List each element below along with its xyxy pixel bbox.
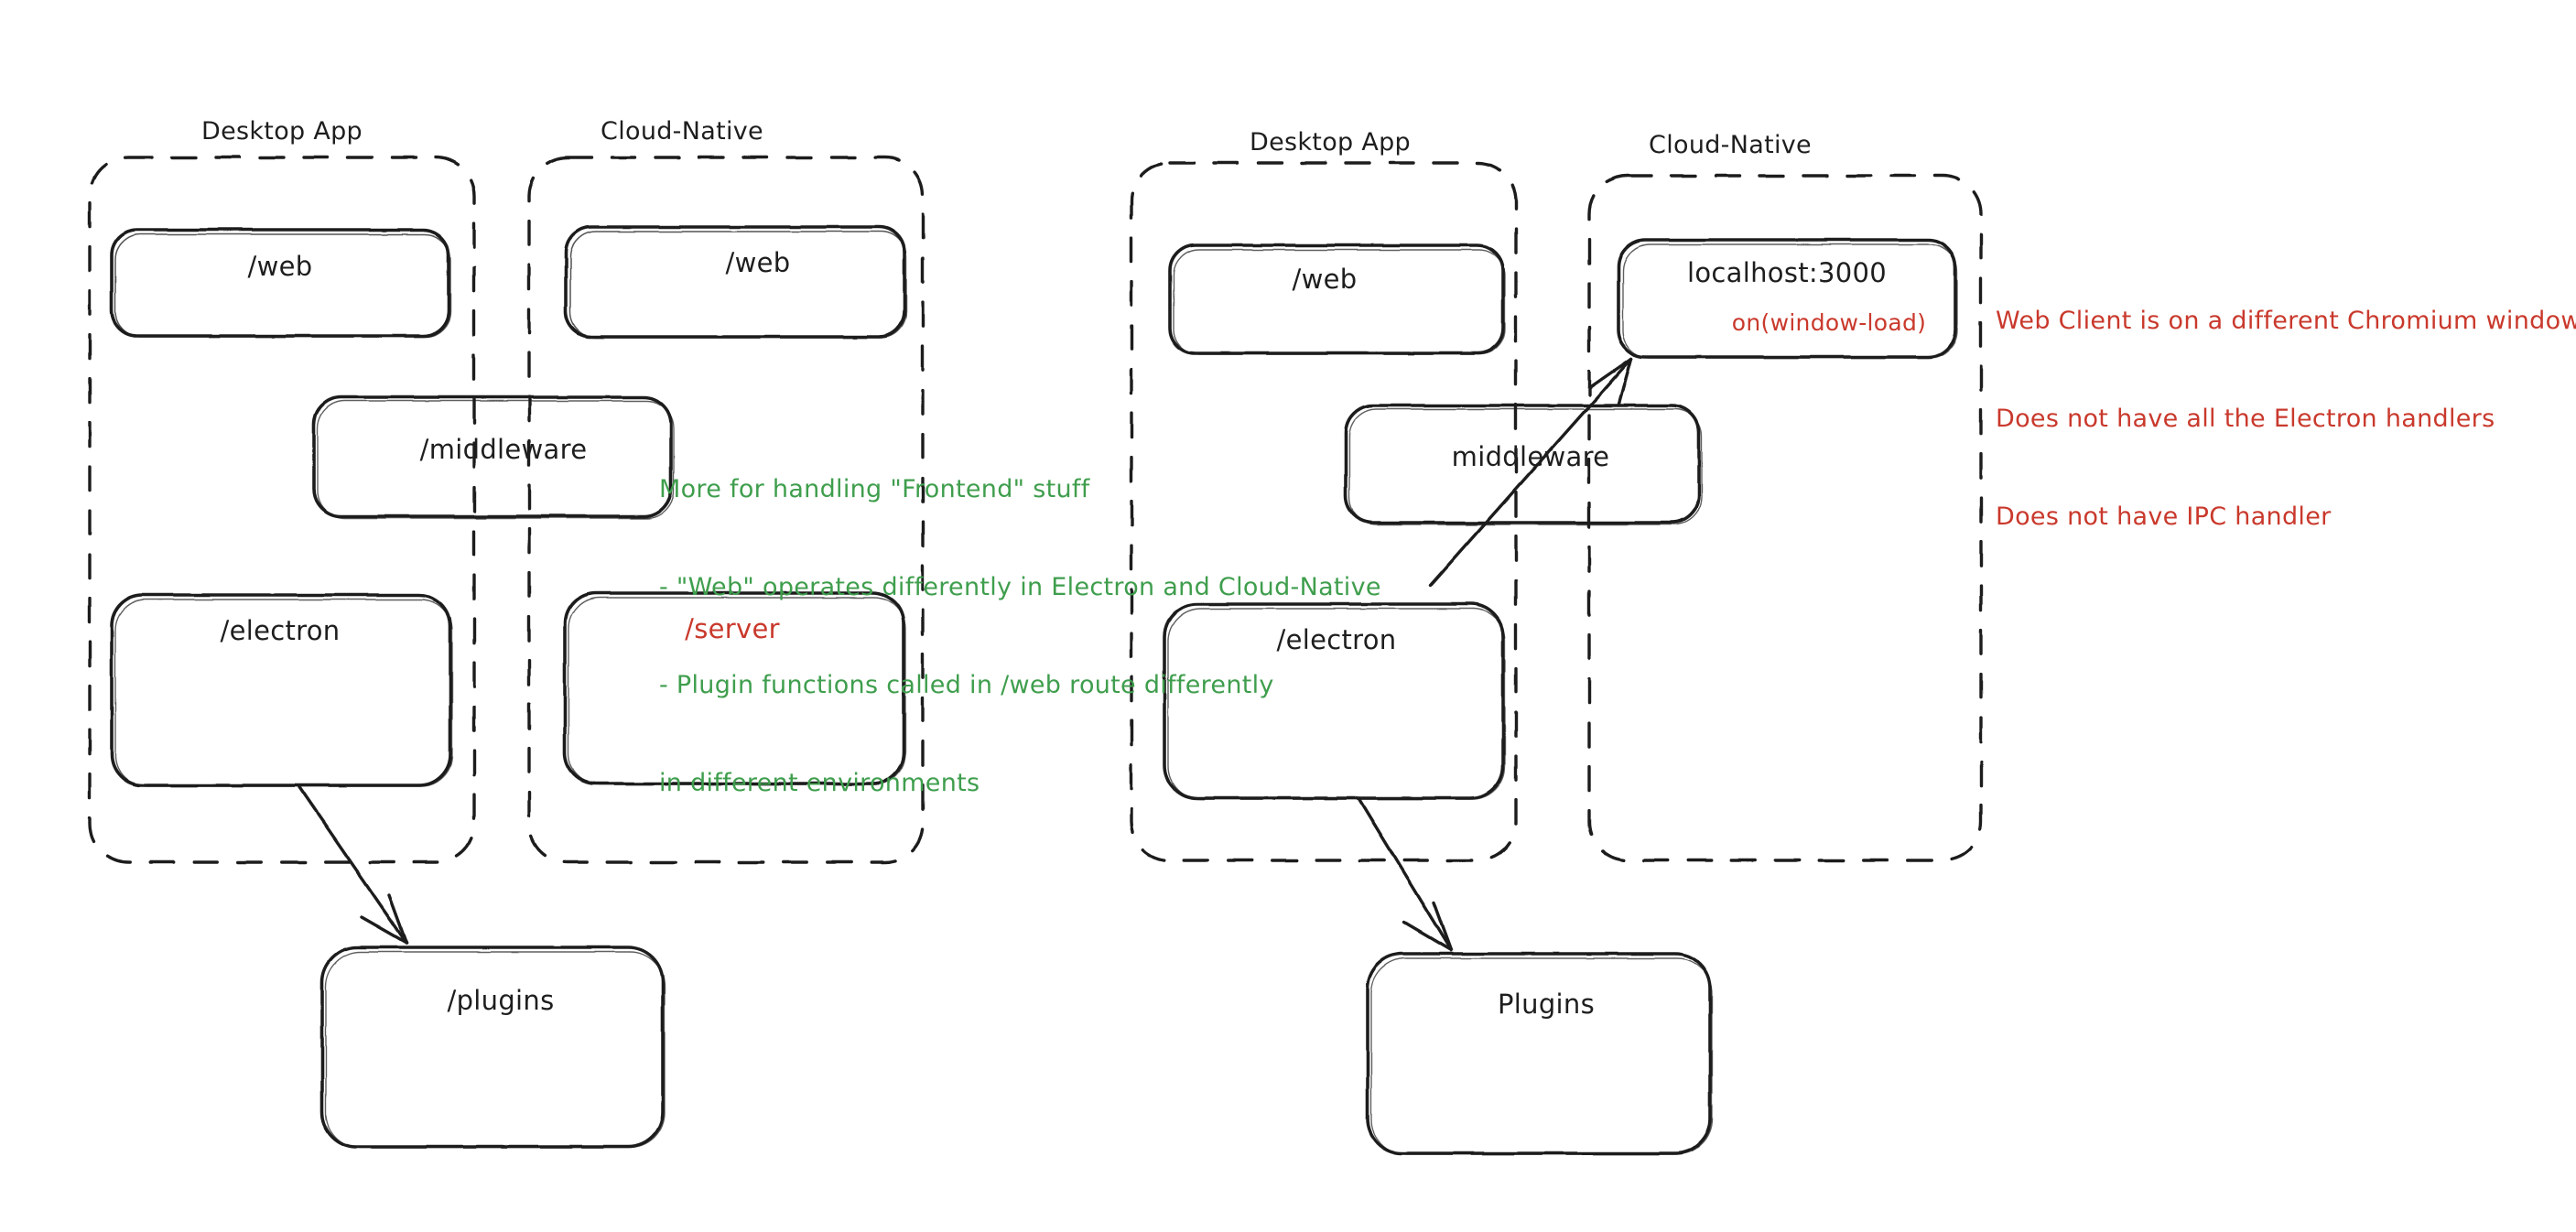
group-outline-left-cloud <box>527 156 925 864</box>
box-outline-left-middleware <box>312 395 675 519</box>
box-outline-right-plugins <box>1366 952 1713 1155</box>
box-outline-left-desktop-web <box>110 228 451 338</box>
box-outline-right-desktop-web <box>1168 243 1506 355</box>
arrow-right-electron-to-plugins <box>1357 796 1453 952</box>
arrow-left-electron-to-plugins <box>298 785 408 945</box>
box-outline-right-localhost <box>1617 238 1958 359</box>
box-outline-left-cloud-server <box>563 591 906 785</box>
box-outline-right-desktop-electron <box>1163 602 1506 800</box>
arrow-right-electron-to-localhost <box>1428 357 1633 588</box>
box-outline-left-desktop-electron <box>110 593 453 787</box>
box-outline-left-plugins <box>320 946 666 1149</box>
group-outline-right-desktop <box>1130 161 1518 862</box>
group-outline-left-desktop <box>88 156 476 864</box>
box-outline-left-cloud-web <box>564 225 907 339</box>
group-outline-right-cloud <box>1587 174 1983 862</box>
box-outline-right-middleware <box>1344 404 1703 525</box>
